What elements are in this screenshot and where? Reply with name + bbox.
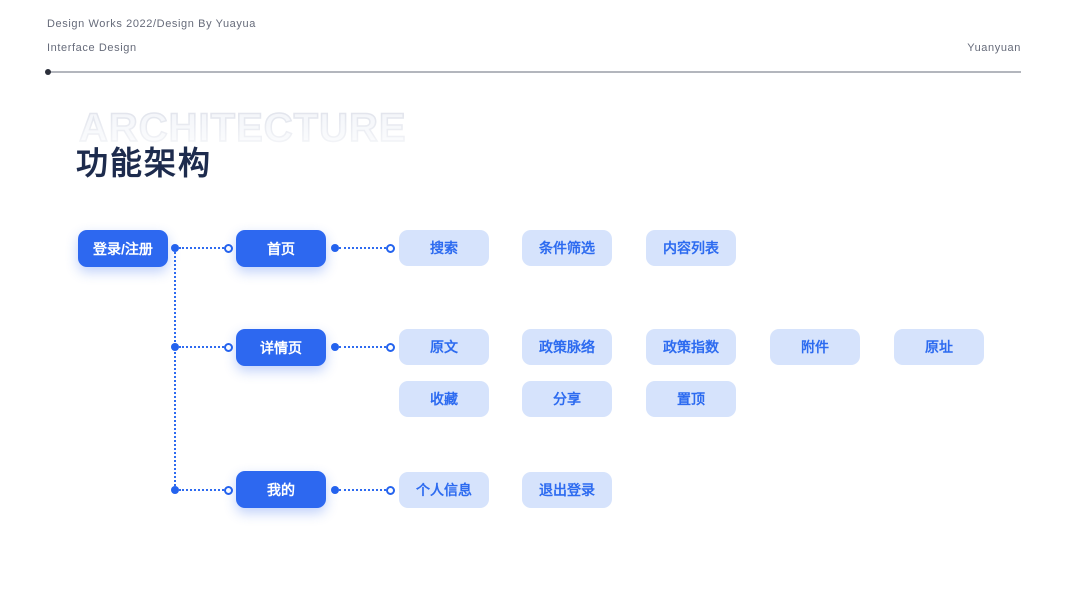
node-filter: 条件筛选	[522, 230, 612, 266]
connector-ring	[386, 244, 395, 253]
header-meta-line1: Design Works 2022/Design By Yuayua	[47, 18, 256, 30]
title-watermark: ARCHITECTURE	[78, 105, 407, 151]
page-title: 功能架构	[76, 145, 213, 181]
divider-end-dot	[45, 69, 51, 75]
node-original-text: 原文	[399, 329, 489, 365]
connector-dot	[171, 343, 179, 351]
node-pin-top: 置顶	[646, 381, 736, 417]
connector-dot	[331, 343, 339, 351]
node-policy-index: 政策指数	[646, 329, 736, 365]
connector-dot	[171, 486, 179, 494]
connector-ring	[224, 244, 233, 253]
node-logout: 退出登录	[522, 472, 612, 508]
connector-dot	[331, 486, 339, 494]
node-mine: 我的	[236, 471, 326, 508]
connector-dot	[171, 244, 179, 252]
node-original-url: 原址	[894, 329, 984, 365]
node-search: 搜索	[399, 230, 489, 266]
node-policy-context: 政策脉络	[522, 329, 612, 365]
connector-hline	[179, 489, 224, 491]
node-content-list: 内容列表	[646, 230, 736, 266]
connector-ring	[386, 486, 395, 495]
connector-hline	[179, 346, 224, 348]
connector-ring	[224, 343, 233, 352]
connector-ring	[224, 486, 233, 495]
header-meta-line2: Interface Design	[47, 42, 137, 54]
node-profile: 个人信息	[399, 472, 489, 508]
node-login-register: 登录/注册	[78, 230, 168, 267]
node-attachment: 附件	[770, 329, 860, 365]
connector-hline	[339, 489, 386, 491]
header-divider	[45, 69, 1021, 75]
connector-hline	[339, 346, 386, 348]
connector-vline	[174, 248, 176, 490]
connector-dot	[331, 244, 339, 252]
node-favorite: 收藏	[399, 381, 489, 417]
node-home: 首页	[236, 230, 326, 267]
node-share: 分享	[522, 381, 612, 417]
connector-ring	[386, 343, 395, 352]
connector-hline	[339, 247, 386, 249]
connector-hline	[179, 247, 224, 249]
node-detail-page: 详情页	[236, 329, 326, 366]
header-author: Yuanyuan	[967, 42, 1021, 54]
